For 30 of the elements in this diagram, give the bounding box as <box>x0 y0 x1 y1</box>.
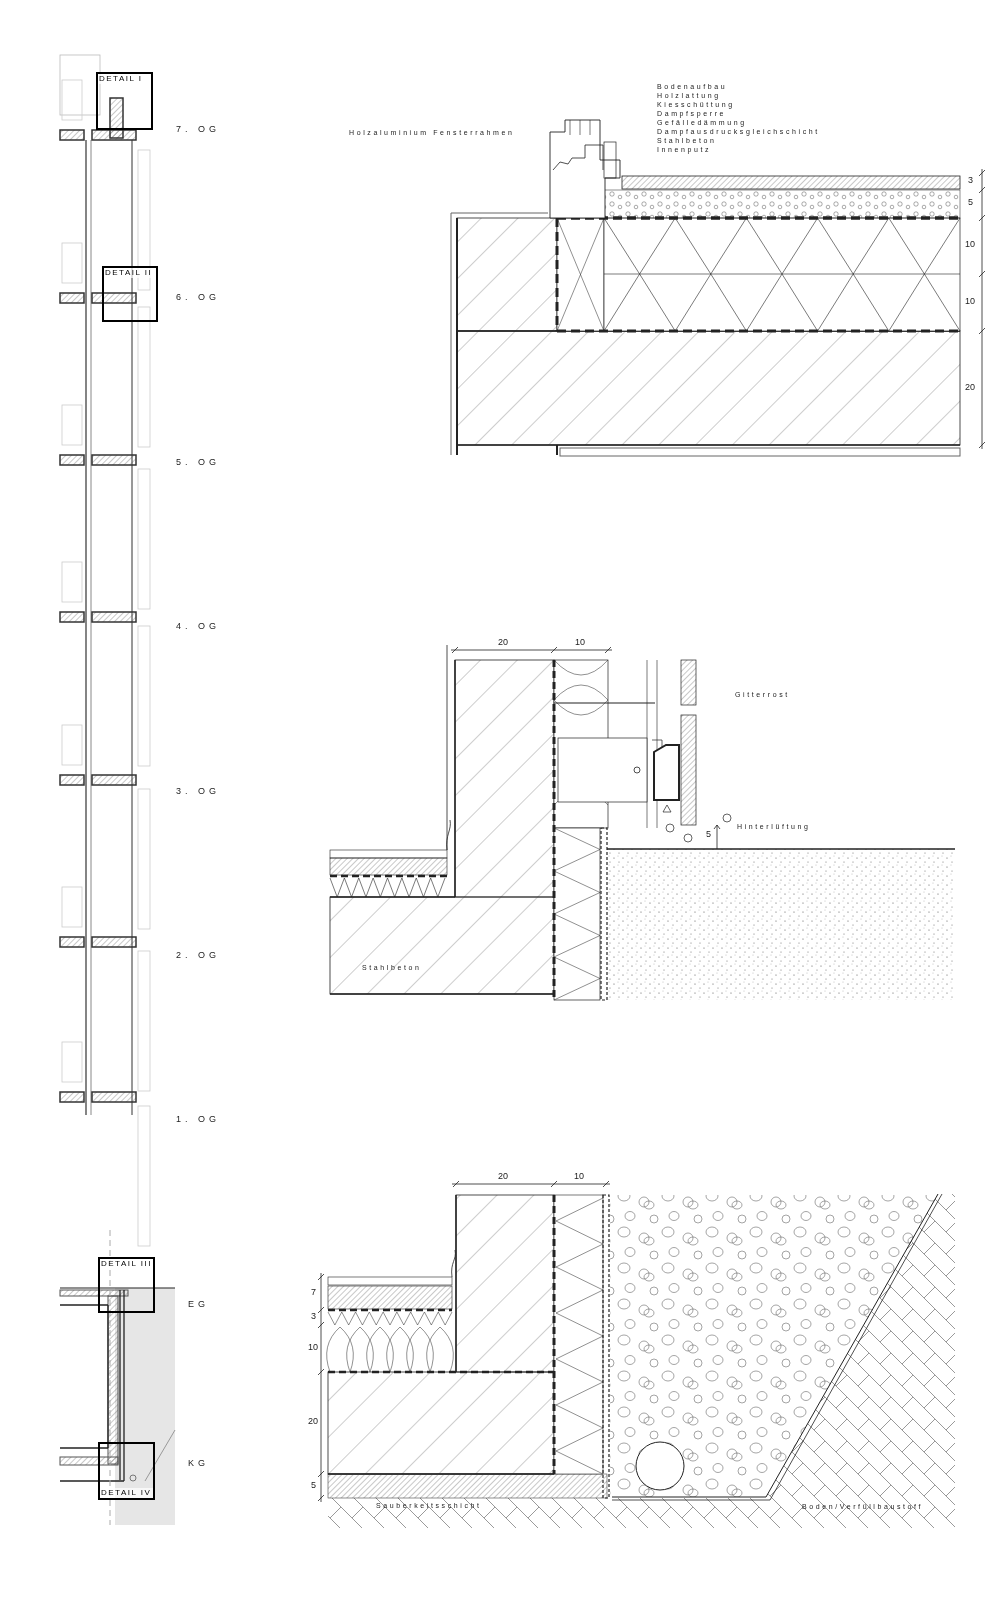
floor-label: 2. OG <box>176 951 220 960</box>
dimension-label: 5 <box>968 198 973 207</box>
detail-label: DETAIL IV <box>100 1488 153 1498</box>
detail-label: DETAIL III <box>100 1259 153 1269</box>
dimension-label: 3 <box>311 1312 316 1321</box>
dimension-label: 20 <box>498 638 508 647</box>
dimension-label: 10 <box>965 297 975 306</box>
floor-label: 3. OG <box>176 787 220 796</box>
floor-label: 6. OG <box>176 293 220 302</box>
dimension-label: 5 <box>311 1481 316 1490</box>
dimension-label: 20 <box>498 1172 508 1181</box>
floor-label: KG <box>188 1459 209 1468</box>
dimension-label: 5 <box>706 830 711 839</box>
floor-label: 1. OG <box>176 1115 220 1124</box>
dimension-label: 10 <box>965 240 975 249</box>
dimension-label: 3 <box>968 176 973 185</box>
detail-frame <box>96 72 153 130</box>
floor-label: 5. OG <box>176 458 220 467</box>
floor-label: 7. OG <box>176 125 220 134</box>
dimension-label: 20 <box>965 383 975 392</box>
floor-label: EG <box>188 1300 209 1309</box>
detail-frame <box>98 1257 155 1313</box>
detail-frame <box>102 266 158 322</box>
dimension-label: 10 <box>574 1172 584 1181</box>
detail-frame <box>98 1442 155 1500</box>
dimension-label: 10 <box>308 1343 318 1352</box>
dimension-label: 7 <box>311 1288 316 1297</box>
floor-label: 4. OG <box>176 622 220 631</box>
dimension-label: 20 <box>308 1417 318 1426</box>
dimension-label: 10 <box>575 638 585 647</box>
